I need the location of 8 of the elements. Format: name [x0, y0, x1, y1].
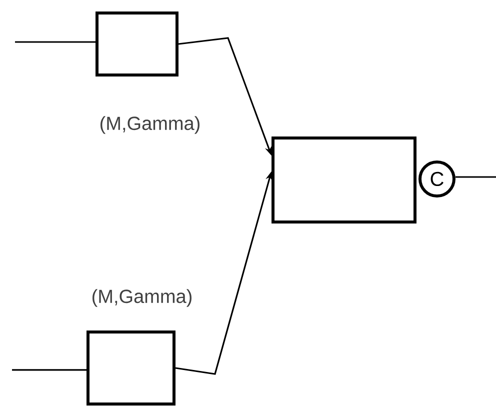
line — [12, 369, 86, 371]
block-box — [272, 136, 416, 224]
line — [456, 176, 496, 178]
block-box — [86, 330, 176, 406]
block-label: (M,Gamma) — [100, 116, 200, 134]
line — [15, 41, 96, 43]
block-box — [96, 12, 178, 76]
block-label: (M,Gamma) — [92, 289, 192, 307]
